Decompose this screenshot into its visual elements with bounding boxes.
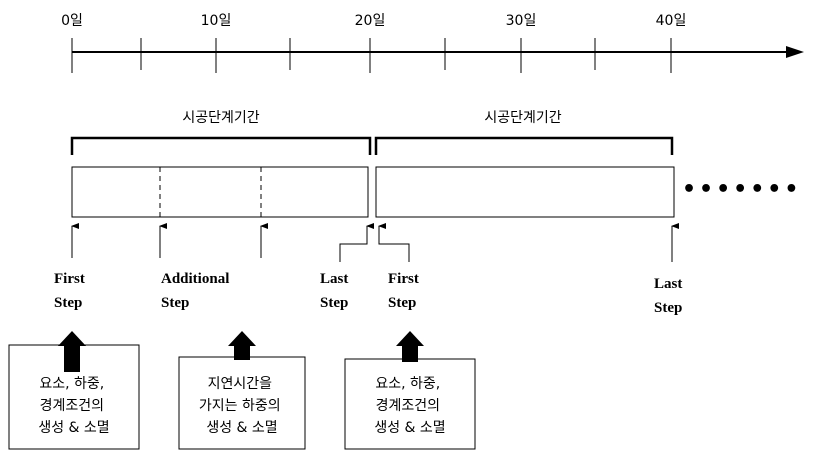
thick-up-arrow <box>228 331 256 360</box>
tick-label: 30일 <box>506 13 537 29</box>
step-label-first-1: First Step <box>54 271 89 311</box>
stage-box-2 <box>375 166 675 218</box>
step-arrows <box>71 223 679 262</box>
stage-rect <box>375 166 675 218</box>
tick-label: 40일 <box>656 13 687 29</box>
timeline-arrowhead <box>786 46 804 58</box>
stage-box-1 <box>71 166 369 218</box>
note-box-3: 요소, 하중, 경계조건의 생성 & 소멸 <box>344 358 476 450</box>
tick-label: 20일 <box>355 13 386 29</box>
phase-label: 시공단계기간 <box>182 110 259 126</box>
step-label-last-1: Last Step <box>320 271 352 311</box>
step-label-additional: Additional Step <box>161 271 233 311</box>
thick-up-arrow <box>396 331 424 362</box>
tick-label: 10일 <box>201 13 232 29</box>
thick-arrows <box>58 331 424 372</box>
note-box-2: 지연시간을 가지는 하중의 생성 & 소멸 <box>178 356 306 450</box>
phase-bracket <box>70 136 372 155</box>
phase-2: 시공단계기간 <box>374 110 674 155</box>
thick-up-arrow <box>58 331 86 372</box>
note-text: 요소, 하중, 경계조건의 생성 & 소멸 <box>38 376 109 436</box>
timeline: 0일 10일 20일 30일 40일 <box>61 13 804 73</box>
arrow-last-step-1 <box>339 223 374 262</box>
step-label-first-2: First Step <box>388 271 423 311</box>
tick-label: 0일 <box>61 13 83 29</box>
stage-rect <box>71 166 369 218</box>
note-rect <box>178 356 306 450</box>
note-rect <box>8 344 140 450</box>
note-box-1: 요소, 하중, 경계조건의 생성 & 소멸 <box>8 344 140 450</box>
arrow-first-step-2 <box>378 223 410 262</box>
note-text: 지연시간을 가지는 하중의 생성 & 소멸 <box>199 376 285 436</box>
phase-label: 시공단계기간 <box>484 110 561 126</box>
phase-bracket <box>374 136 674 155</box>
note-rect <box>344 358 476 450</box>
note-text: 요소, 하중, 경계조건의 생성 & 소멸 <box>374 376 445 436</box>
phase-1: 시공단계기간 <box>70 110 372 155</box>
continuation-dots: ••••••• <box>682 177 801 202</box>
step-label-last-2: Last Step <box>654 276 686 316</box>
step-labels: First Step Additional Step Last Step Fir… <box>54 271 686 316</box>
